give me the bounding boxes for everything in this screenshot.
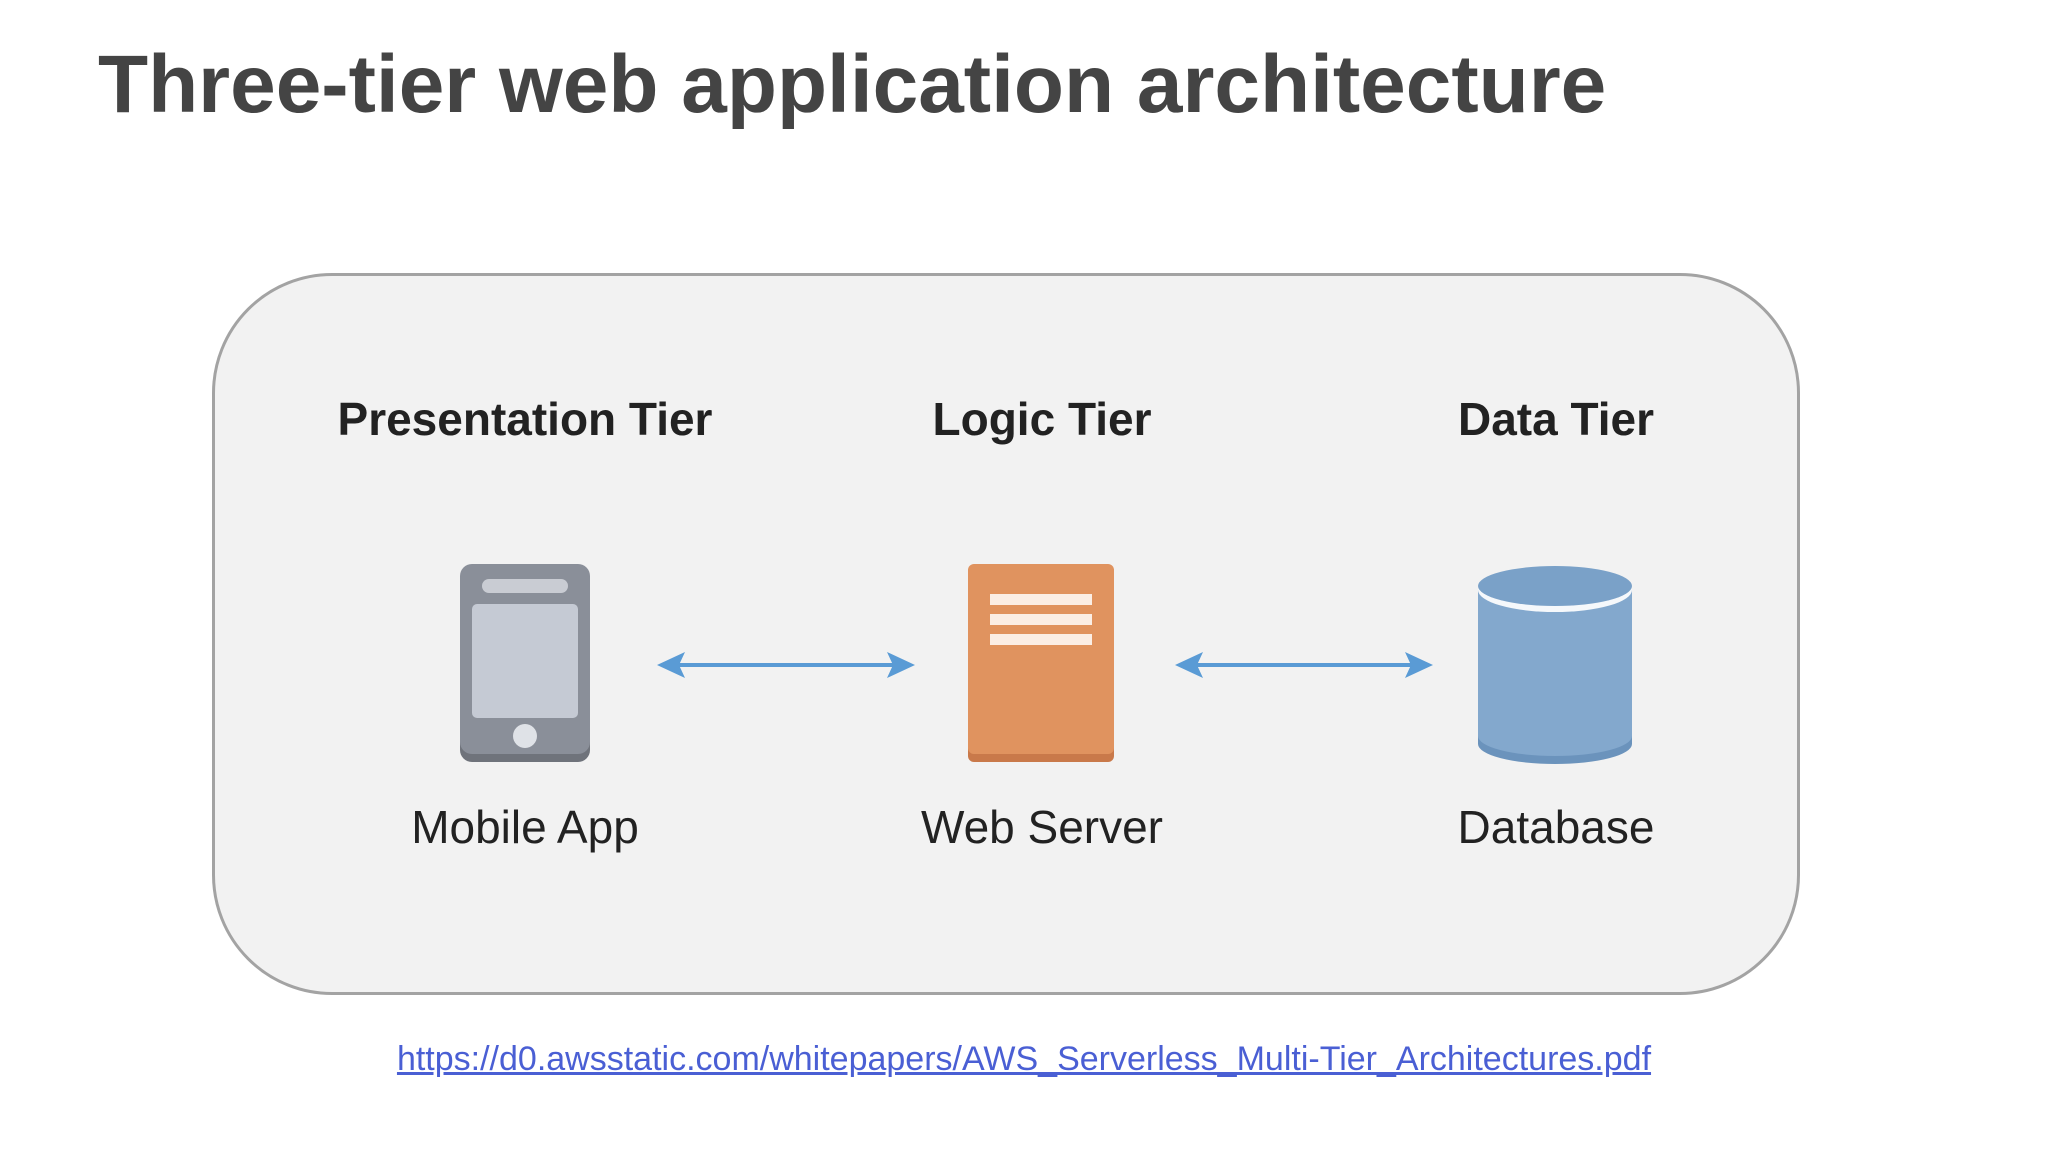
tier-heading-data: Data Tier <box>1457 393 1655 445</box>
slide-title: Three-tier web application architecture <box>98 39 1607 130</box>
bidirectional-arrow-icon <box>657 652 915 678</box>
server-icon <box>968 564 1114 762</box>
database-icon <box>1478 566 1632 764</box>
component-label-database: Database <box>1457 801 1655 853</box>
mobile-phone-icon <box>460 564 590 762</box>
source-link[interactable]: https://d0.awsstatic.com/whitepapers/AWS… <box>396 1040 1652 1078</box>
tier-heading-presentation: Presentation Tier <box>337 393 713 445</box>
component-label-mobile-app: Mobile App <box>411 801 639 853</box>
bidirectional-arrow-icon <box>1175 652 1433 678</box>
component-label-web-server: Web Server <box>920 801 1164 853</box>
tier-heading-logic: Logic Tier <box>932 393 1152 445</box>
